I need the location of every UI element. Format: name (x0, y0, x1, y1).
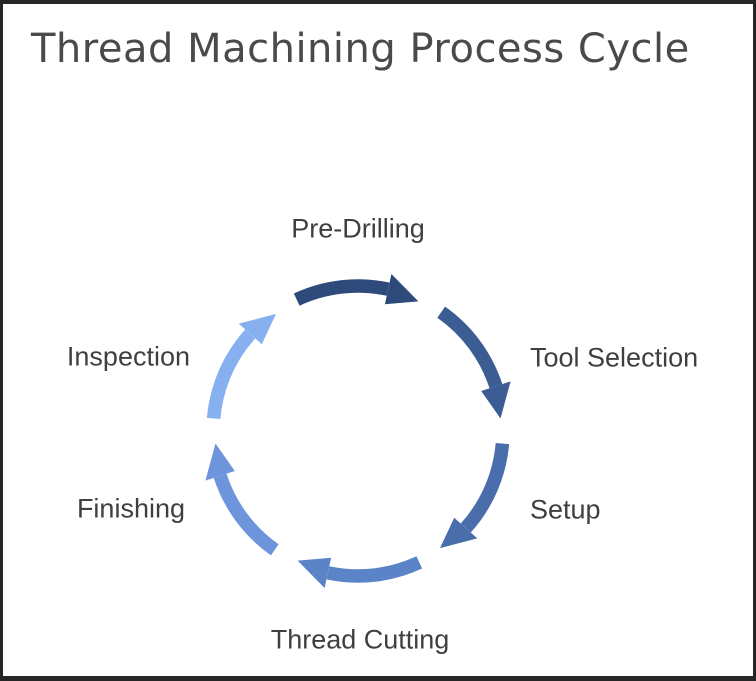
cycle-arrowhead-icon-5 (238, 313, 276, 345)
cycle-arrow-shaft-2 (460, 442, 510, 533)
step-label-thread-cutting: Thread Cutting (270, 624, 450, 655)
cycle-arrow-shaft-1 (437, 306, 503, 389)
cycle-arrow-shaft-4 (213, 473, 279, 556)
cycle-arrowhead-icon-2 (440, 517, 478, 549)
cycle-arrow-shaft-5 (206, 329, 256, 420)
step-label-setup: Setup (530, 494, 601, 525)
page-title: Thread Machining Process Cycle (31, 26, 690, 72)
cycle-arrowhead-icon-1 (481, 381, 511, 419)
step-label-finishing: Finishing (76, 493, 185, 524)
step-label-pre-drilling: Pre-Drilling (291, 213, 425, 244)
step-label-tool-selection: Tool Selection (530, 342, 699, 373)
cycle-arrowhead-icon-4 (205, 443, 235, 481)
cycle-arrow-shaft-3 (326, 556, 423, 583)
cycle-arrowhead-icon-0 (384, 274, 419, 305)
cycle-diagram (205, 274, 511, 588)
step-label-inspection: Inspection (66, 341, 190, 372)
cycle-arrowhead-icon-3 (297, 557, 332, 588)
cycle-arrow-shaft-0 (293, 279, 390, 306)
